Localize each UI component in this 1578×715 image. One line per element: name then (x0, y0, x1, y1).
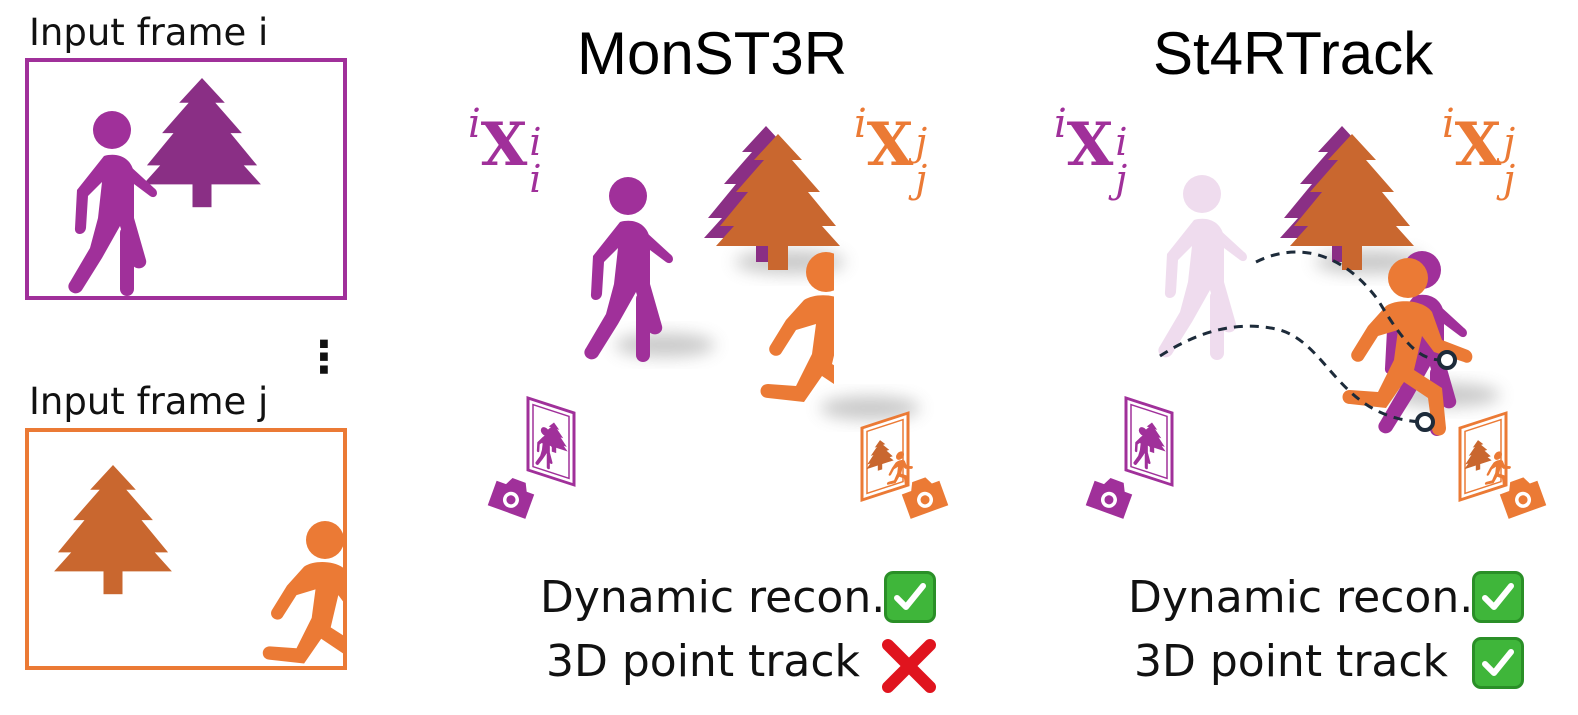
person-running-icon (1342, 258, 1473, 436)
tree-icon (143, 78, 261, 208)
track-line (1255, 250, 1448, 362)
capability-label: Dynamic recon. (1128, 572, 1474, 623)
method-title-monst3r: MonST3R (577, 20, 848, 87)
track-endpoint (1415, 412, 1435, 432)
camera-icon (487, 473, 537, 519)
track-endpoint (1437, 350, 1457, 370)
frame-i-thumbnail (1124, 396, 1174, 487)
frame-i-box (25, 58, 347, 300)
person-walking-icon-faded (1158, 175, 1247, 360)
camera-icon (1085, 473, 1135, 519)
frame-j-label: Input frame j (29, 380, 269, 423)
frame-j-box (25, 428, 347, 670)
capability-label: 3D point track (1134, 636, 1449, 687)
frame-j-thumbnail (860, 411, 913, 502)
check-mark-icon (1472, 637, 1524, 689)
method-title-st4rtrack: St4RTrack (1153, 20, 1434, 87)
track-line (1159, 324, 1426, 424)
person-running-icon (262, 521, 343, 666)
frame-j-thumbnail (1458, 411, 1511, 502)
person-walking-icon (68, 111, 157, 296)
capability-label: Dynamic recon. (540, 572, 886, 623)
frame-i-label: Input frame i (29, 11, 269, 54)
frame-i-thumbnail (526, 396, 576, 487)
cross-mark-icon (882, 639, 936, 693)
ellipsis-icon: ⋮ (302, 332, 346, 383)
check-mark-icon (1472, 571, 1524, 623)
capability-label: 3D point track (546, 636, 861, 687)
tree-icon (54, 465, 172, 595)
check-mark-icon (884, 571, 936, 623)
